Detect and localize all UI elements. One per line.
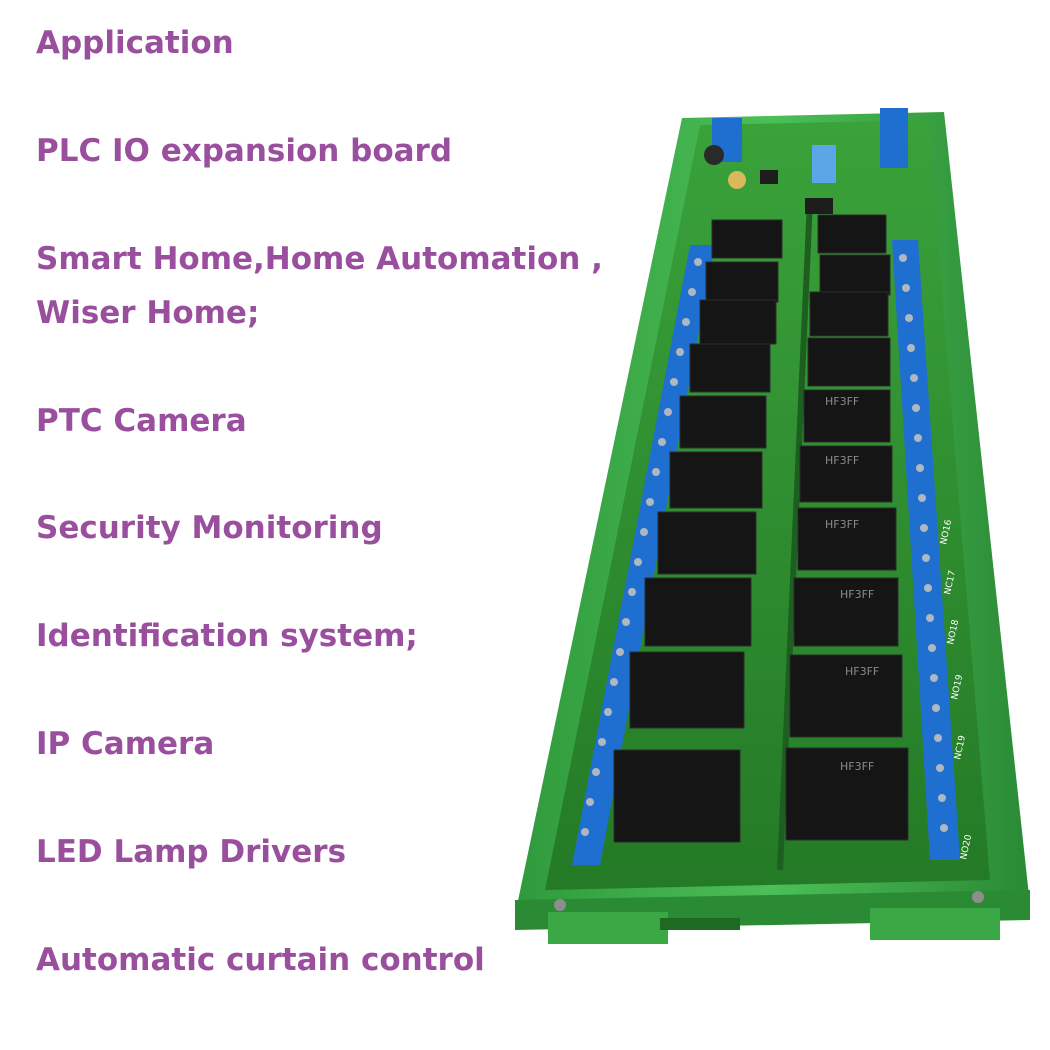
- relay: [679, 395, 767, 449]
- chip: [760, 170, 778, 184]
- application-item-wiser-home: Wiser Home;: [36, 295, 260, 331]
- din-rail-foot-left: [548, 912, 668, 944]
- application-item-led-drivers: LED Lamp Drivers: [36, 834, 347, 870]
- relay-brand-label: HF3FF: [825, 518, 859, 531]
- relay: [819, 254, 891, 296]
- relay: [793, 577, 899, 647]
- application-item-security: Security Monitoring: [36, 510, 383, 546]
- application-item-smart-home: Smart Home,Home Automation ,: [36, 241, 603, 277]
- screw-head: [554, 899, 566, 911]
- relay-brand-label: HF3FF: [825, 395, 859, 408]
- relay: [705, 261, 779, 303]
- relays-left: [613, 219, 783, 843]
- capacitor: [728, 171, 746, 189]
- relay: [644, 577, 752, 647]
- terminal-column-right: [892, 240, 960, 860]
- relay-brand-label: HF3FF: [840, 760, 874, 773]
- terminal-screws-left: [581, 258, 702, 836]
- relay: [809, 291, 889, 337]
- dip-switch: [812, 145, 836, 183]
- din-rail-bottom-slot: [660, 918, 740, 930]
- page-heading: Application: [36, 25, 234, 61]
- relay-brand-label: HF3FF: [825, 454, 859, 467]
- terminal-screws-right: [899, 254, 948, 832]
- relay: [613, 749, 741, 843]
- application-item-identification: Identification system;: [36, 618, 418, 654]
- application-item-ip-camera: IP Camera: [36, 726, 215, 762]
- relay: [785, 747, 909, 841]
- terminal-label: NC17: [943, 570, 958, 596]
- relay: [669, 451, 763, 509]
- relay: [629, 651, 745, 729]
- relay: [803, 389, 891, 443]
- relay: [799, 445, 893, 503]
- relay: [689, 343, 771, 393]
- relay: [797, 507, 897, 571]
- chip: [805, 198, 833, 214]
- screw-head: [972, 891, 984, 903]
- application-item-curtain: Automatic curtain control: [36, 942, 485, 978]
- top-terminal-block: [880, 108, 908, 168]
- relay-board-photo: HF3FF HF3FF HF3FF HF3FF HF3FF HF3FF NO16…: [515, 108, 1030, 944]
- relays-right: [785, 214, 909, 841]
- din-rail-foot-right: [870, 908, 1000, 940]
- pcb-center-divider: [777, 199, 813, 871]
- relay: [807, 337, 891, 387]
- relay: [699, 299, 777, 345]
- relay: [711, 219, 783, 259]
- relay-brand-label: HF3FF: [845, 665, 879, 678]
- relay: [657, 511, 757, 575]
- relay-brand-label: HF3FF: [840, 588, 874, 601]
- application-item-ptc-camera: PTC Camera: [36, 403, 247, 439]
- relay: [789, 654, 903, 738]
- application-item-plc: PLC IO expansion board: [36, 133, 453, 169]
- capacitor: [704, 145, 724, 165]
- relay: [817, 214, 887, 254]
